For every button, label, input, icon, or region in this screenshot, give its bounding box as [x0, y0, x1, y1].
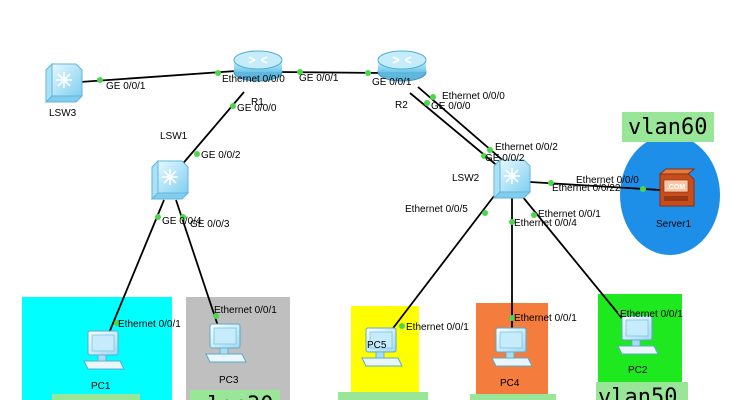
port-dot — [114, 320, 120, 326]
port-label: Ethernet 0/0/1 — [406, 322, 469, 333]
port-label: Ethernet 0/0/1 — [538, 209, 601, 220]
label-pc5: PC5 — [367, 340, 387, 351]
pc4[interactable] — [491, 327, 533, 367]
port-label: GE 0/0/2 — [485, 153, 525, 164]
link-lsw1-pc3 — [175, 199, 222, 336]
port-label: Ethernet 0/0/1 — [118, 319, 181, 330]
port-dot — [215, 70, 221, 76]
label-pc4: PC4 — [500, 378, 520, 389]
port-dots — [97, 69, 646, 329]
port-label: GE 0/0/1 — [372, 77, 412, 88]
port-dot — [618, 309, 624, 315]
switch-icon — [493, 159, 531, 199]
switch-icon — [151, 160, 189, 200]
port-label: Ethernet 0/0/22 — [552, 183, 621, 194]
port-dot — [97, 77, 103, 83]
vlan-tag-pc1 — [52, 394, 140, 400]
switch-lsw3[interactable] — [45, 63, 83, 103]
port-label: GE 0/0/0 — [237, 103, 277, 114]
port-dot — [180, 214, 186, 220]
port-label: GE 0/0/0 — [431, 101, 471, 112]
port-dot — [531, 212, 537, 218]
label-server1: Server1 — [656, 219, 691, 230]
vlan-tag-pc4 — [470, 394, 556, 400]
port-label: GE 0/0/3 — [190, 219, 230, 230]
port-label: Ethernet 0/0/1 — [514, 313, 577, 324]
link-lsw2-pc2 — [521, 195, 631, 329]
port-dot — [194, 151, 200, 157]
vlan-label-pc2: vlan50 — [598, 385, 677, 400]
port-dot — [548, 180, 554, 186]
pc-icon — [205, 323, 247, 363]
pc-icon — [491, 327, 533, 367]
port-label: GE 0/0/1 — [106, 81, 146, 92]
port-label: Ethernet 0/0/0 — [442, 91, 505, 102]
pc2[interactable] — [617, 315, 659, 355]
label-lsw1: LSW1 — [160, 131, 188, 142]
port-dot — [482, 210, 488, 216]
pc-icon — [617, 315, 659, 355]
link-lsw3-r1 — [79, 70, 237, 83]
server-icon — [659, 168, 695, 207]
label-pc2: PC2 — [628, 365, 648, 376]
port-label: Ethernet 0/0/5 — [405, 204, 468, 215]
port-dot — [481, 153, 487, 159]
port-label: GE 0/0/1 — [299, 73, 339, 84]
vlan-tag-pc2: vlan50 — [596, 382, 688, 400]
vlan-tag-pc5 — [338, 392, 428, 400]
port-label: Ethernet 0/0/0 — [222, 74, 285, 85]
pc1[interactable] — [83, 330, 125, 370]
link-r1-r2 — [279, 71, 383, 74]
label-pc3: PC3 — [219, 375, 239, 386]
label-r1: R1 — [251, 97, 264, 108]
label-lsw2: LSW2 — [452, 173, 480, 184]
vlan-tag-server: vlan60 — [622, 112, 714, 142]
switch-icon — [45, 63, 83, 103]
switch-lsw1[interactable] — [151, 160, 189, 200]
port-label: GE 0/0/4 — [162, 216, 202, 227]
pc5-area — [351, 306, 419, 400]
port-dot — [365, 70, 371, 76]
port-dot — [399, 323, 405, 329]
link-lsw1-pc1 — [103, 199, 165, 346]
switch-lsw2[interactable] — [493, 159, 531, 199]
port-dot — [230, 103, 236, 109]
port-label: Ethernet 0/0/2 — [495, 142, 558, 153]
port-dot — [640, 186, 646, 192]
port-dot — [430, 94, 436, 100]
vlan-tag-pc3: vlan30 — [190, 390, 280, 400]
port-label: Ethernet 0/0/4 — [514, 218, 577, 229]
label-lsw3: LSW3 — [49, 108, 77, 119]
link-lsw2-pc5 — [383, 195, 495, 341]
port-dot — [487, 147, 493, 153]
port-dot — [509, 219, 515, 225]
server1[interactable] — [659, 168, 695, 207]
port-label: Ethernet 0/0/1 — [620, 309, 683, 320]
port-label: Ethernet 0/0/1 — [214, 305, 277, 316]
port-label: GE 0/0/2 — [201, 150, 241, 161]
vlan-label-pc3: vlan30 — [194, 393, 273, 400]
label-r2: R2 — [395, 100, 408, 111]
vlan-label-server: vlan60 — [628, 115, 707, 140]
port-dot — [213, 313, 219, 319]
pc-icon — [83, 330, 125, 370]
port-dot — [509, 315, 515, 321]
port-dot — [424, 100, 430, 106]
port-dot — [297, 69, 303, 75]
pc3[interactable] — [205, 323, 247, 363]
label-pc1: PC1 — [91, 381, 111, 392]
port-label: Ethernet 0/0/0 — [576, 175, 639, 186]
port-dot — [155, 214, 161, 220]
